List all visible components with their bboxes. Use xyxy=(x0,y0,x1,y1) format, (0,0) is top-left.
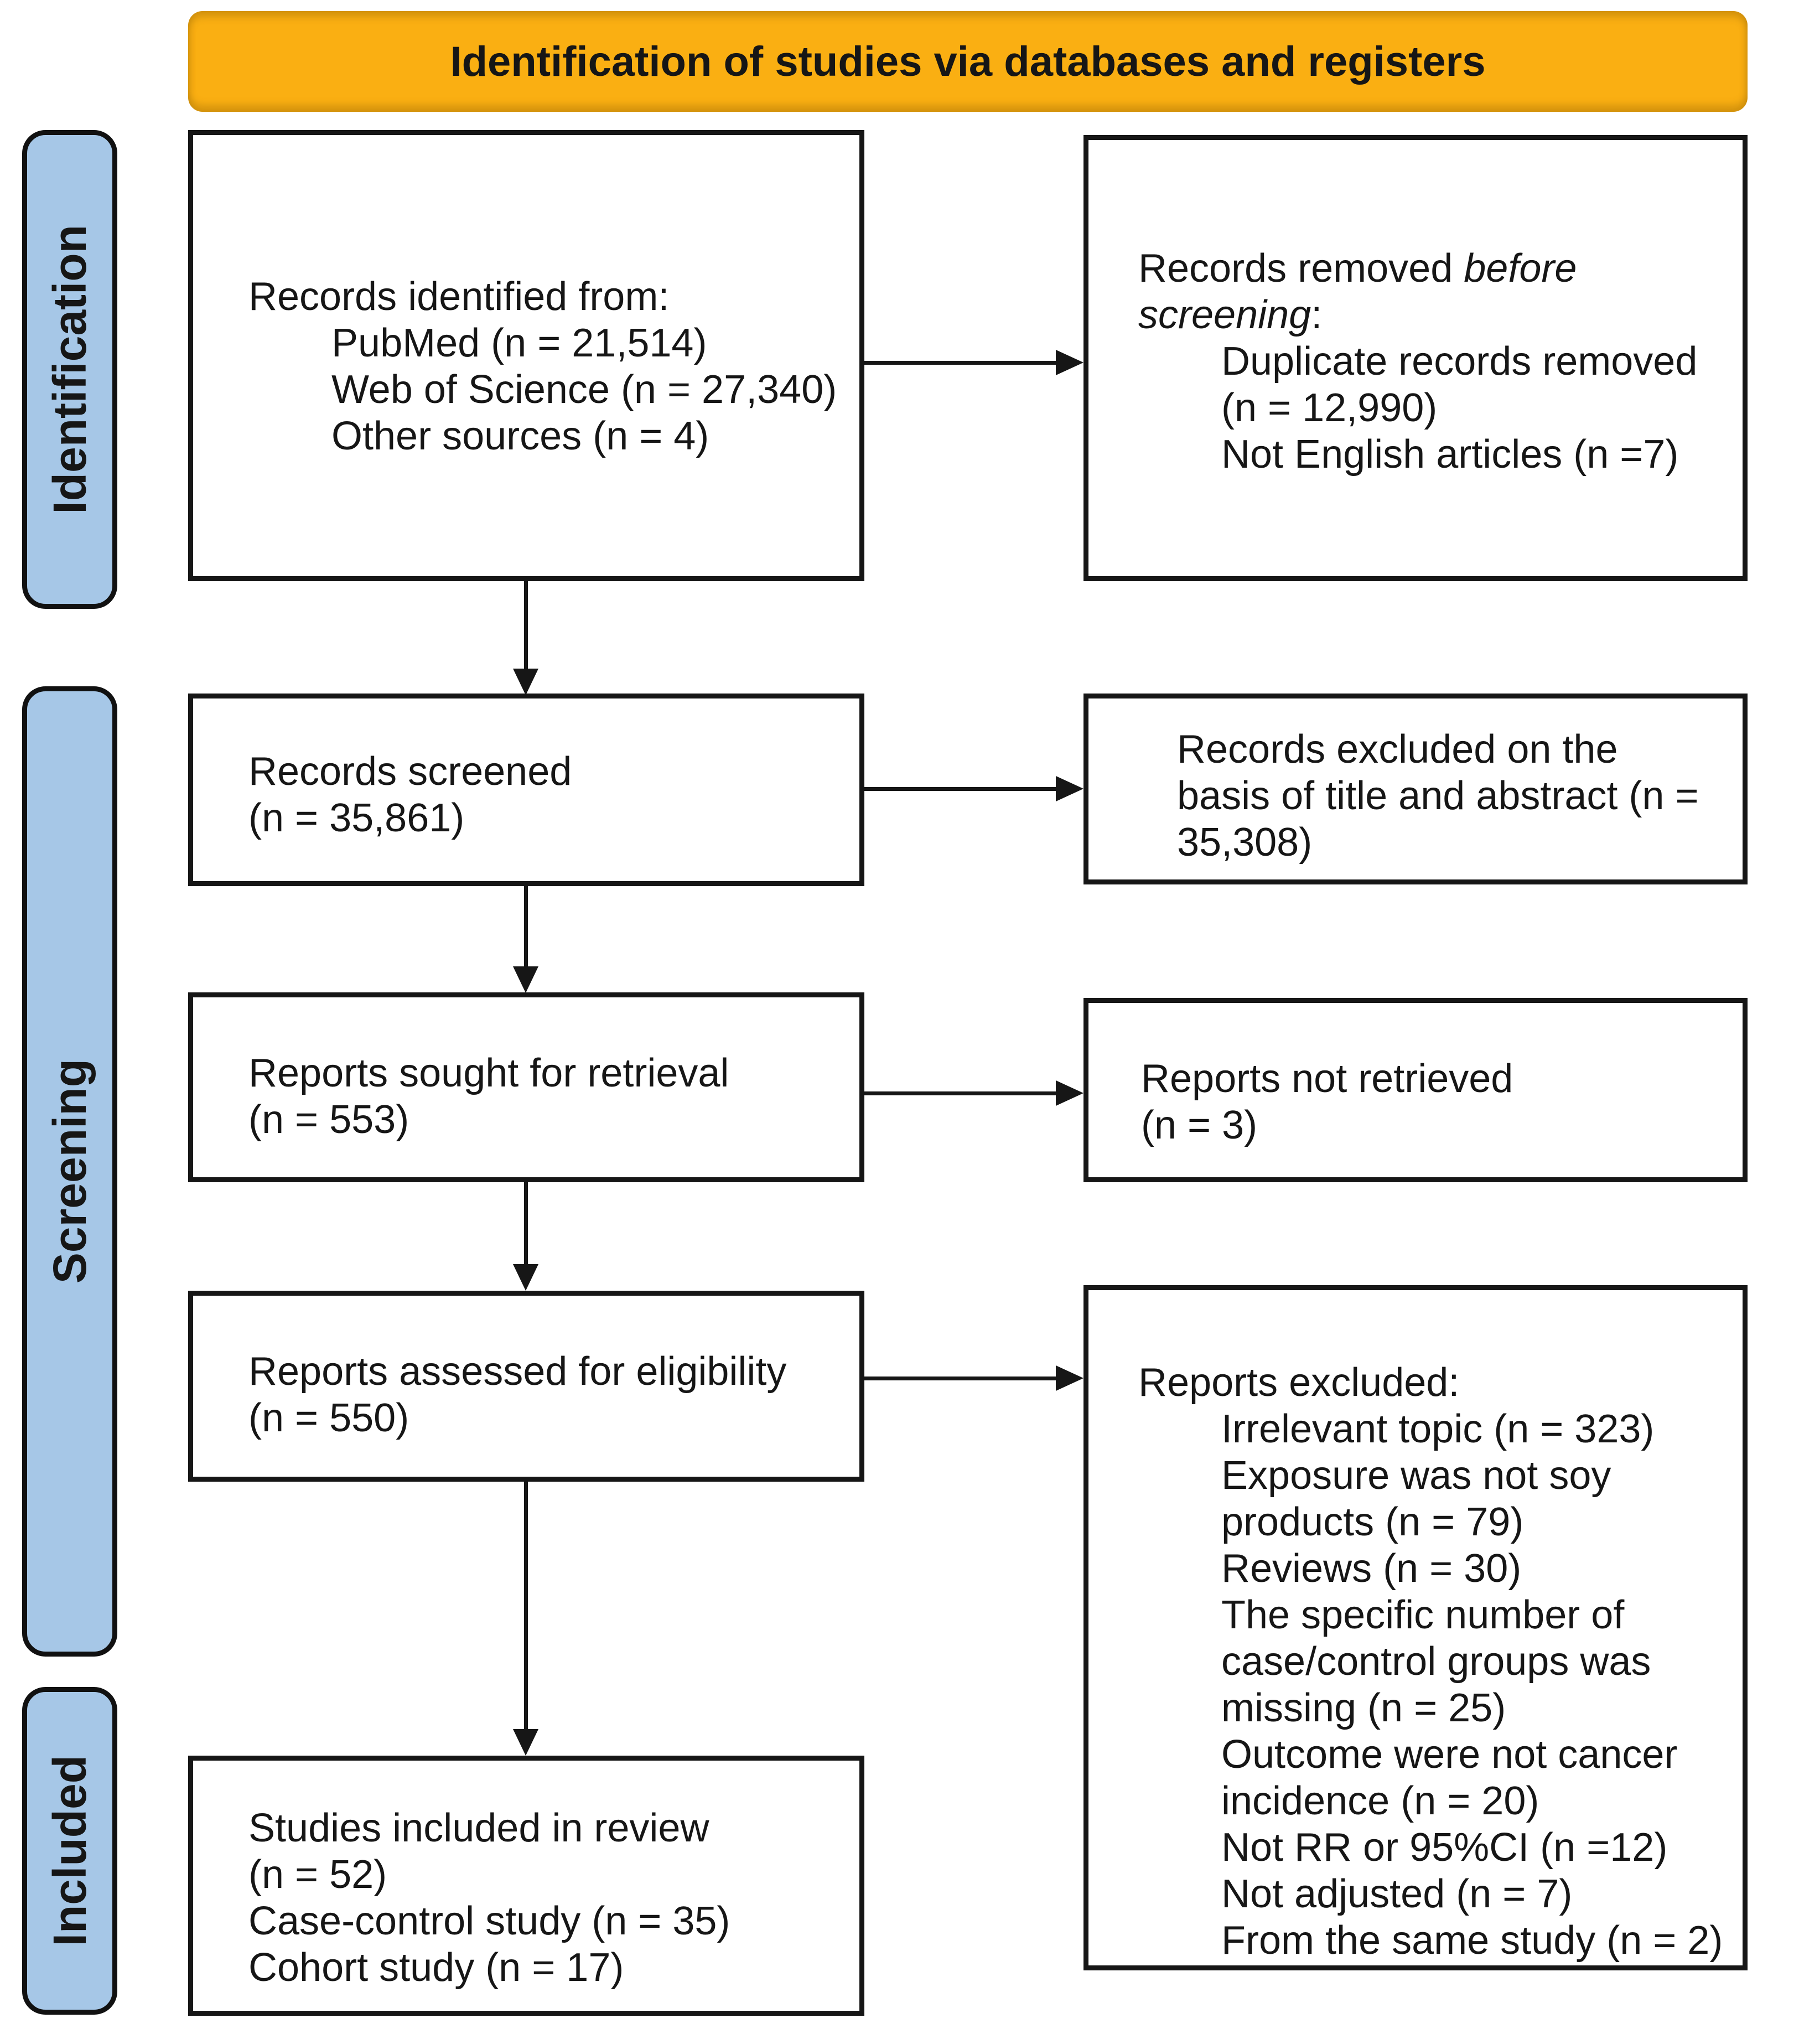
box-records-excluded: Records excluded on the basis of title a… xyxy=(1083,694,1748,884)
box-heading: Reports excluded: xyxy=(1138,1360,1460,1405)
box-item: Other sources (n = 4) xyxy=(331,414,709,458)
box-reports-not-retrieved: Reports not retrieved(n = 3) xyxy=(1083,998,1748,1182)
banner: Identification of studies via databases … xyxy=(188,11,1748,112)
box-records-screened: Records screened(n = 35,861) xyxy=(188,694,864,886)
box-item: Web of Science (n = 27,340) xyxy=(331,368,837,412)
box-line-list: Records screened(n = 35,861) xyxy=(248,748,837,841)
box-reports-assessed: Reports assessed for eligibility(n = 550… xyxy=(188,1291,864,1482)
box-item-list: Irrelevant topic (n = 323)Exposure was n… xyxy=(1138,1406,1731,1964)
box-line: Studies included in review xyxy=(248,1806,709,1850)
box-reports-excluded: Reports excluded: Irrelevant topic (n = … xyxy=(1083,1285,1748,1970)
arrow-line xyxy=(524,1482,528,1729)
arrow-right-icon xyxy=(1056,1080,1083,1106)
arrow-line xyxy=(524,1182,528,1264)
box-heading: Records identified from: xyxy=(248,275,670,319)
box-line: (n = 35,861) xyxy=(248,796,465,840)
arrow-down-icon xyxy=(513,1729,538,1756)
arrow-right-icon xyxy=(1056,1365,1083,1391)
box-item-list: Duplicate records removed (n = 12,990)No… xyxy=(1138,338,1709,478)
heading-italic: before screening xyxy=(1138,246,1577,337)
box-item: The specific number of case/control grou… xyxy=(1221,1593,1651,1730)
box-line: Reports sought for retrieval xyxy=(248,1051,729,1095)
box-line-list: Reports not retrieved(n = 3) xyxy=(1141,1055,1709,1148)
arrow-line xyxy=(524,886,528,966)
box-line: (n = 553) xyxy=(248,1098,409,1142)
box-item: Outcome were not cancer incidence (n = 2… xyxy=(1221,1732,1678,1823)
box-line: (n = 550) xyxy=(248,1396,409,1440)
stage-label-text: Included xyxy=(43,1755,96,1947)
box-line: Case-control study (n = 35) xyxy=(248,1899,730,1943)
stage-label-identification: Identification xyxy=(22,130,117,609)
heading-prefix: Records removed xyxy=(1138,246,1464,291)
heading-suffix: : xyxy=(1311,293,1323,337)
box-item: From the same study (n = 2) xyxy=(1221,1918,1723,1963)
box-records-identified: Records identified from: PubMed (n = 21,… xyxy=(188,130,864,581)
arrow-down-icon xyxy=(513,669,538,695)
arrow-line xyxy=(864,361,1056,365)
box-line-list: Studies included in review(n = 52)Case-c… xyxy=(248,1805,837,1991)
box-item: Not adjusted (n = 7) xyxy=(1221,1872,1573,1916)
arrow-right-icon xyxy=(1056,350,1083,375)
arrow-line xyxy=(864,787,1056,791)
box-studies-included: Studies included in review(n = 52)Case-c… xyxy=(188,1756,864,2016)
stage-label-included: Included xyxy=(22,1687,117,2015)
box-item: Reviews (n = 30) xyxy=(1221,1546,1522,1591)
stage-label-text: Screening xyxy=(43,1059,96,1284)
box-line-list: Reports assessed for eligibility(n = 550… xyxy=(248,1348,837,1441)
box-item: PubMed (n = 21,514) xyxy=(331,321,707,365)
box-line: Records screened xyxy=(248,749,572,794)
box-heading: Records removed before screening: xyxy=(1138,245,1709,338)
box-records-removed: Records removed before screening: Duplic… xyxy=(1083,135,1748,581)
box-item: Duplicate records removed (n = 12,990) xyxy=(1221,339,1698,430)
stage-label-text: Identification xyxy=(43,225,96,514)
arrow-line xyxy=(864,1377,1056,1380)
box-line: Cohort study (n = 17) xyxy=(248,1945,624,1990)
box-reports-sought: Reports sought for retrieval(n = 553) xyxy=(188,992,864,1182)
box-item-list: PubMed (n = 21,514)Web of Science (n = 2… xyxy=(248,320,848,459)
box-item: Exposure was not soy products (n = 79) xyxy=(1221,1453,1611,1544)
box-item: Not RR or 95%CI (n =12) xyxy=(1221,1825,1668,1870)
box-line: Reports not retrieved xyxy=(1141,1057,1513,1101)
arrow-down-icon xyxy=(513,966,538,993)
box-text: Records excluded on the basis of title a… xyxy=(1177,727,1699,865)
box-line: (n = 3) xyxy=(1141,1103,1258,1147)
box-line: Reports assessed for eligibility xyxy=(248,1349,787,1394)
stage-label-screening: Screening xyxy=(22,686,117,1657)
box-item: Irrelevant topic (n = 323) xyxy=(1221,1407,1655,1451)
arrow-down-icon xyxy=(513,1264,538,1291)
box-line: (n = 52) xyxy=(248,1852,387,1897)
arrow-line xyxy=(524,581,528,669)
banner-title: Identification of studies via databases … xyxy=(450,38,1486,85)
box-line-list: Reports sought for retrieval(n = 553) xyxy=(248,1050,837,1143)
arrow-right-icon xyxy=(1056,776,1083,801)
box-item: Not English articles (n =7) xyxy=(1221,432,1679,477)
arrow-line xyxy=(864,1091,1056,1095)
